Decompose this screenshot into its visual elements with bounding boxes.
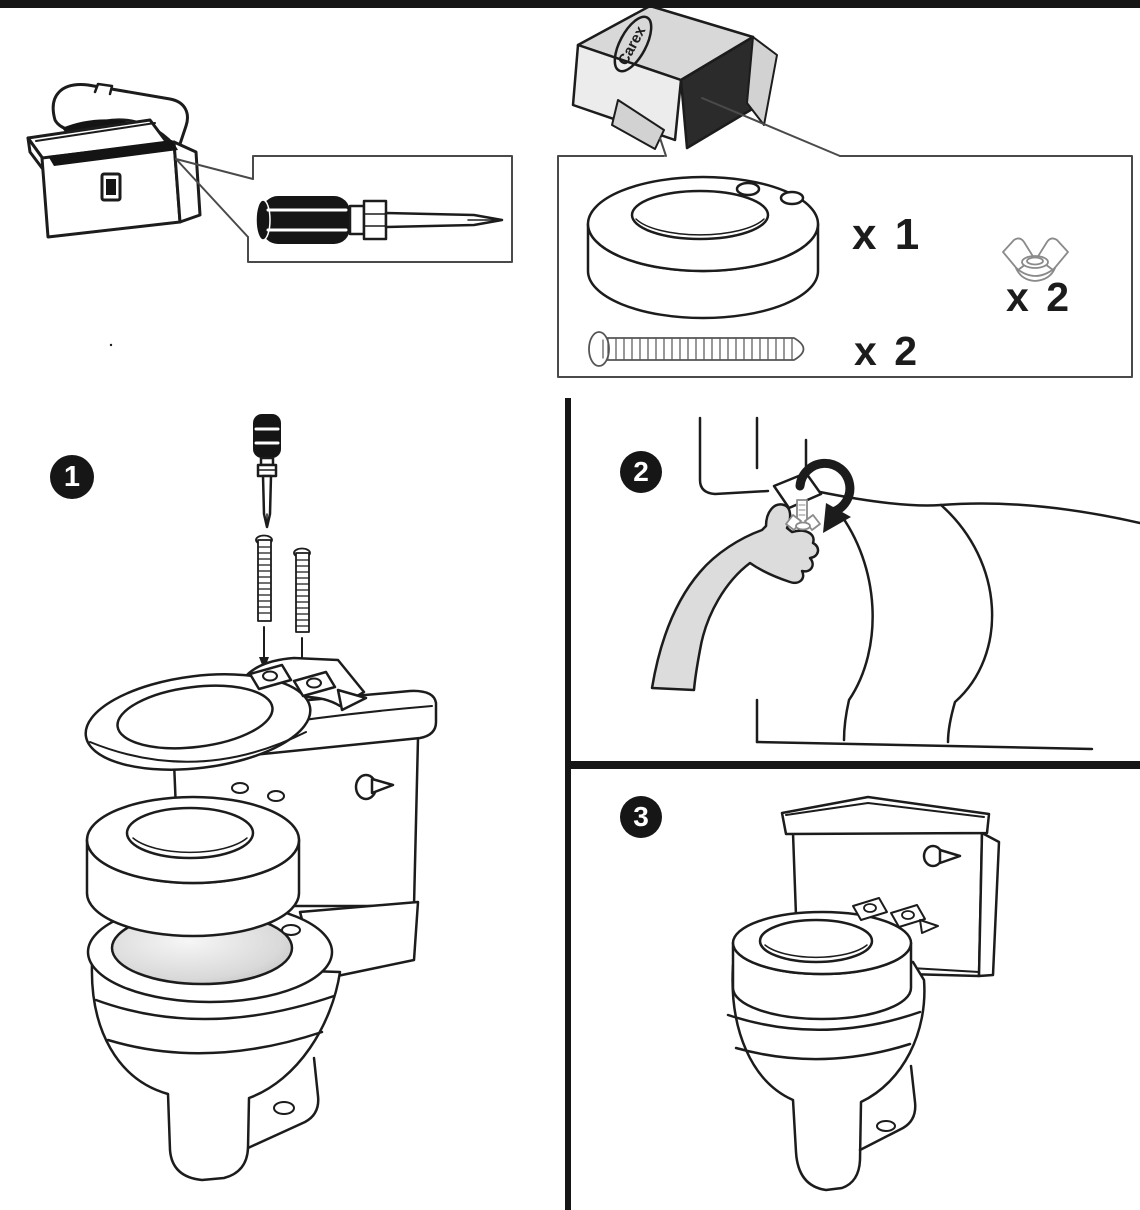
hand-illustration bbox=[650, 503, 820, 692]
seat-riser-ring-illustration bbox=[586, 175, 820, 320]
horizontal-divider-top bbox=[0, 0, 1140, 8]
step1-illustration bbox=[84, 414, 438, 1182]
step2-illustration bbox=[650, 416, 1140, 751]
screwdriver-callout-box bbox=[175, 155, 513, 263]
vertical-divider bbox=[565, 398, 571, 1210]
bolt-illustration bbox=[588, 331, 805, 367]
bolt-quantity-label: x 2 bbox=[854, 328, 920, 374]
step-2-badge: 2 bbox=[620, 451, 662, 493]
toolbox-illustration bbox=[26, 82, 202, 347]
wing-nut-illustration bbox=[1002, 237, 1069, 282]
step-3-badge: 3 bbox=[620, 796, 662, 838]
parts-box bbox=[557, 97, 1133, 378]
step3-illustration bbox=[726, 795, 1001, 1192]
step-1-badge: 1 bbox=[50, 455, 94, 499]
phillips-screwdriver-illustration bbox=[255, 196, 504, 244]
riser-quantity-label: x 1 bbox=[852, 210, 923, 259]
package-box-illustration: Carex bbox=[571, 4, 778, 150]
wing-nut-quantity-label: x 2 bbox=[1006, 274, 1072, 320]
horizontal-divider-right bbox=[571, 761, 1140, 769]
